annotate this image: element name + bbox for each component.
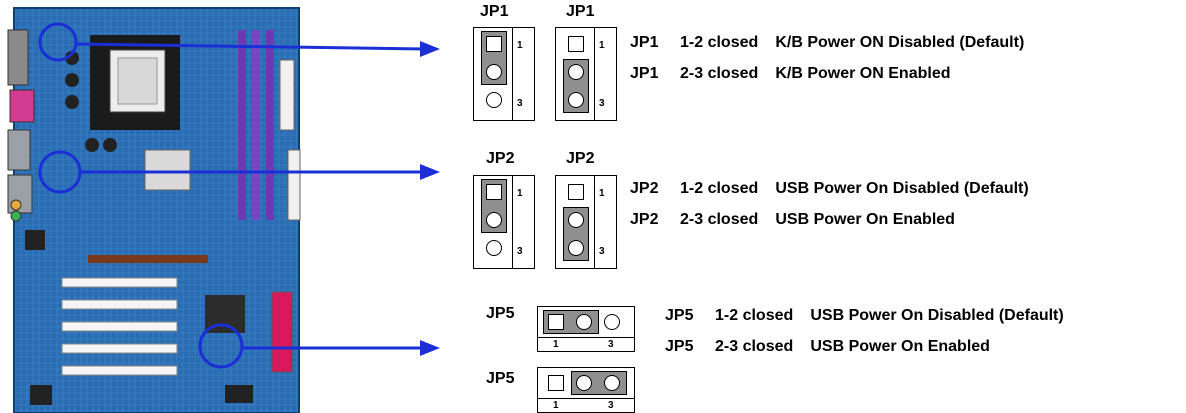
pin-label-1: 1	[517, 40, 523, 51]
pin-round-3	[568, 240, 584, 256]
setting-function: USB Power On Disabled (Default)	[810, 307, 1064, 324]
pin-label-1: 1	[553, 400, 559, 411]
pin-square-1	[548, 314, 564, 330]
pin-round-3	[568, 92, 584, 108]
pin-label-1: 1	[517, 188, 523, 199]
pin-label-1: 1	[599, 40, 605, 51]
setting-pins: 1-2 closed	[715, 307, 794, 324]
pin-round-3	[486, 240, 502, 256]
jp5-highlight-circle	[198, 323, 244, 369]
jp1-header-label-left: JP1	[480, 3, 509, 20]
jp2-header-label-left: JP2	[486, 150, 515, 167]
jp2-header-label-right: JP2	[566, 150, 595, 167]
pin-round-2	[486, 212, 502, 228]
setting-pins: 2-3 closed	[715, 338, 794, 355]
pin-square-1	[568, 184, 584, 200]
pin-round-3	[604, 375, 620, 391]
setting-function: USB Power On Enabled	[810, 338, 990, 355]
jp5-jumper-1-2: 1 3	[537, 306, 635, 352]
jp5-arrow	[242, 340, 440, 356]
jp1-setting-row-1: JP1 1-2 closed K/B Power ON Disabled (Def…	[630, 34, 1024, 52]
setting-pins: 1-2 closed	[680, 180, 759, 197]
jp2-jumper-1-2: 1 3	[473, 175, 535, 269]
setting-jumper: JP5	[665, 338, 694, 355]
jp5-header-label-top: JP5	[486, 305, 515, 322]
pin-round-3	[486, 92, 502, 108]
pin-square-1	[486, 184, 502, 200]
jp1-arrow	[75, 41, 440, 57]
pin-label-3: 3	[599, 98, 605, 109]
pin-label-1: 1	[599, 188, 605, 199]
setting-function: USB Power On Enabled	[775, 211, 955, 228]
pin-label-3: 3	[599, 246, 605, 257]
setting-pins: 2-3 closed	[680, 211, 759, 228]
setting-jumper: JP5	[665, 307, 694, 324]
jp1-jumper-1-2: 1 3	[473, 27, 535, 121]
jp2-jumper-2-3: 1 3	[555, 175, 617, 269]
setting-jumper: JP1	[630, 65, 659, 82]
setting-function: USB Power On Disabled (Default)	[775, 180, 1029, 197]
pin-label-3: 3	[517, 246, 523, 257]
pin-label-3: 3	[608, 400, 614, 411]
jp2-setting-row-1: JP2 1-2 closed USB Power On Disabled (Def…	[630, 180, 1029, 198]
setting-pins: 2-3 closed	[680, 65, 759, 82]
pin-square-1	[568, 36, 584, 52]
pin-label-1: 1	[553, 339, 559, 350]
setting-function: K/B Power ON Disabled (Default)	[775, 34, 1025, 51]
jp1-header-label-right: JP1	[566, 3, 595, 20]
setting-jumper: JP2	[630, 211, 659, 228]
setting-jumper: JP2	[630, 180, 659, 197]
pin-label-3: 3	[517, 98, 523, 109]
setting-function: K/B Power ON Enabled	[775, 65, 951, 82]
jp1-highlight-circle	[38, 22, 78, 62]
pin-square-1	[548, 375, 564, 391]
setting-jumper: JP1	[630, 34, 659, 51]
jp2-setting-row-2: JP2 2-3 closed USB Power On Enabled	[630, 211, 955, 229]
pin-round-3	[604, 314, 620, 330]
jp1-jumper-2-3: 1 3	[555, 27, 617, 121]
jp2-arrow	[80, 164, 440, 180]
pin-round-2	[486, 64, 502, 80]
motherboard-image	[7, 7, 301, 413]
pin-square-1	[486, 36, 502, 52]
jp5-setting-row-1: JP5 1-2 closed USB Power On Disabled (Def…	[665, 307, 1064, 325]
pin-round-2	[568, 64, 584, 80]
jp1-setting-row-2: JP1 2-3 closed K/B Power ON Enabled	[630, 65, 950, 83]
jp5-setting-row-2: JP5 2-3 closed USB Power On Enabled	[665, 338, 990, 356]
pin-label-3: 3	[608, 339, 614, 350]
jp5-header-label-bottom: JP5	[486, 370, 515, 387]
jp5-jumper-2-3: 1 3	[537, 367, 635, 413]
pin-round-2	[568, 212, 584, 228]
pin-round-2	[576, 314, 592, 330]
pin-round-2	[576, 375, 592, 391]
setting-pins: 1-2 closed	[680, 34, 759, 51]
